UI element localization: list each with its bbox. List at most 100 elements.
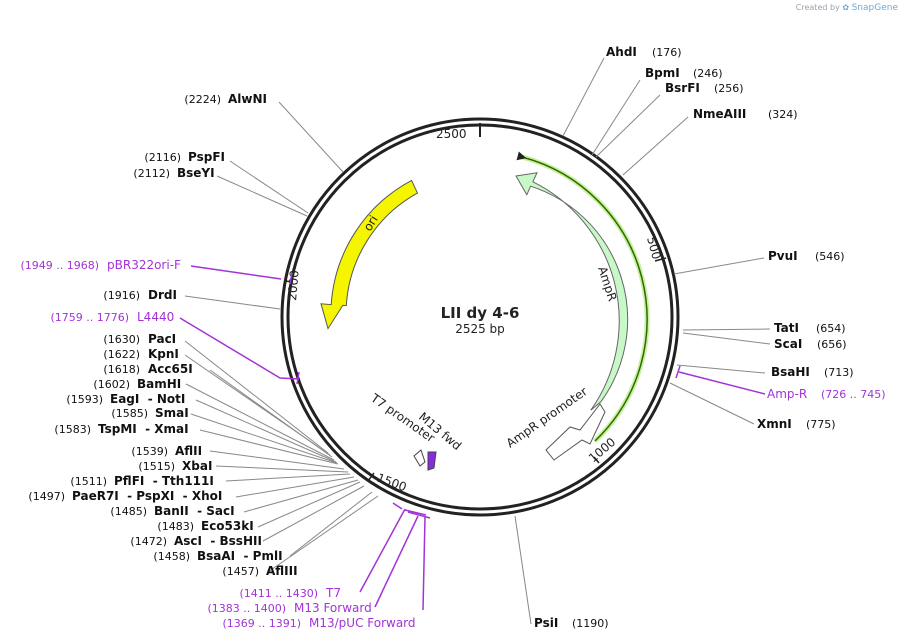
enzyme-acc65i[interactable]: Acc65I bbox=[148, 362, 193, 376]
primer-m13-forward-name[interactable]: M13 Forward bbox=[294, 601, 372, 615]
credit-prefix: Created by bbox=[795, 3, 840, 12]
enzyme-bseyi-pos: (2112) bbox=[133, 167, 170, 180]
primer-t7-range: (1411 .. 1430) bbox=[239, 587, 318, 600]
primer-l4440-range: (1759 .. 1776) bbox=[50, 311, 129, 324]
tick-label-500: 500 bbox=[644, 235, 663, 261]
enzyme-pvui-pos: (546) bbox=[815, 250, 845, 263]
enzyme-bsaai-pmli[interactable]: BsaAI - PmlI bbox=[197, 549, 283, 563]
enzyme-psii-pos: (1190) bbox=[572, 617, 609, 630]
enzyme-alwni[interactable]: AlwNI bbox=[228, 92, 267, 106]
m13-fwd-feature[interactable] bbox=[427, 451, 437, 471]
right-leader-lines bbox=[514, 57, 771, 625]
enzyme-paci[interactable]: PacI bbox=[148, 332, 176, 346]
enzyme-eco53ki[interactable]: Eco53kI bbox=[201, 519, 254, 533]
enzyme-paer7i-pspxi-xhoi[interactable]: PaeR7I - PspXI - XhoI bbox=[72, 489, 222, 503]
enzyme-pflfi-tth111i[interactable]: PflFI - Tth111I bbox=[114, 474, 214, 488]
right-enzyme-labels: AhdI (176) BpmI (246) BsrFI (256) NmeAII… bbox=[534, 45, 854, 630]
tick-mark-2000 bbox=[284, 280, 294, 283]
left-primer-lines bbox=[179, 265, 431, 611]
enzyme-scai-pos: (656) bbox=[817, 338, 847, 351]
enzyme-nmeaiii-pos: (324) bbox=[768, 108, 798, 121]
enzyme-tspmi-xmai[interactable]: TspMI - XmaI bbox=[98, 422, 189, 436]
enzyme-pspfi[interactable]: PspFI bbox=[188, 150, 225, 164]
enzyme-xmni-pos: (775) bbox=[806, 418, 836, 431]
enzyme-banii-pos: (1485) bbox=[110, 505, 147, 518]
enzyme-bpmi[interactable]: BpmI bbox=[645, 66, 680, 80]
amp-r-primer-line bbox=[675, 365, 766, 395]
primer-m13-puc-forward-name[interactable]: M13/pUC Forward bbox=[309, 616, 416, 630]
enzyme-bsrfi[interactable]: BsrFI bbox=[665, 81, 700, 95]
snapgene-logo-icon: ✿ bbox=[842, 3, 850, 12]
enzyme-bseyi[interactable]: BseYI bbox=[177, 166, 215, 180]
enzyme-eagi-pos: (1593) bbox=[66, 393, 103, 406]
enzyme-asci-pos: (1472) bbox=[130, 535, 167, 548]
tick-mark-1500 bbox=[367, 472, 375, 482]
tick-label-2500: 2500 bbox=[436, 127, 467, 141]
enzyme-eco53ki-pos: (1483) bbox=[157, 520, 194, 533]
enzyme-bpmi-pos: (246) bbox=[693, 67, 723, 80]
tick-mark-500 bbox=[654, 257, 667, 262]
enzyme-bsrfi-pos: (256) bbox=[714, 82, 744, 95]
primer-m13-forward-range: (1383 .. 1400) bbox=[207, 602, 286, 615]
enzyme-bsaai-pos: (1458) bbox=[153, 550, 190, 563]
enzyme-asci-bsshii[interactable]: AscI - BssHII bbox=[174, 534, 262, 548]
snapgene-credit: Created by ✿ SnapGene bbox=[796, 3, 898, 13]
ampr-promoter-feature[interactable] bbox=[545, 403, 606, 461]
enzyme-paer7i-pos: (1497) bbox=[28, 490, 65, 503]
enzyme-drdi-pos: (1916) bbox=[103, 289, 140, 302]
enzyme-afliii-pos: (1457) bbox=[222, 565, 259, 578]
enzyme-drdi[interactable]: DrdI bbox=[148, 288, 177, 302]
primer-t7-name[interactable]: T7 bbox=[325, 586, 341, 600]
enzyme-afliii[interactable]: AflIII bbox=[266, 564, 298, 578]
enzyme-bamhi[interactable]: BamHI bbox=[137, 377, 181, 391]
enzyme-smai-pos: (1585) bbox=[111, 407, 148, 420]
primer-amp-r-name[interactable]: Amp-R bbox=[767, 387, 807, 401]
ampr-outline-arc-inner bbox=[516, 151, 648, 442]
enzyme-banii-saci[interactable]: BanII - SacI bbox=[154, 504, 235, 518]
left-leader-lines bbox=[184, 101, 379, 573]
left-enzyme-labels: (2224) AlwNI (2116) PspFI (2112) BseYI (… bbox=[28, 92, 297, 578]
enzyme-pvui[interactable]: PvuI bbox=[768, 249, 798, 263]
enzyme-xmni[interactable]: XmnI bbox=[757, 417, 792, 431]
enzyme-xbai[interactable]: XbaI bbox=[182, 459, 212, 473]
primer-pbr322ori-f-name[interactable]: pBR322ori-F bbox=[107, 258, 181, 272]
tick-label-1500: 1500 bbox=[375, 471, 408, 495]
enzyme-psii[interactable]: PsiI bbox=[534, 616, 558, 630]
enzyme-smai[interactable]: SmaI bbox=[155, 406, 189, 420]
ori-feature[interactable] bbox=[320, 179, 419, 330]
enzyme-bsahi-pos: (713) bbox=[824, 366, 854, 379]
primer-l4440-name[interactable]: L4440 bbox=[137, 310, 174, 324]
plasmid-name: LII dy 4-6 bbox=[441, 304, 520, 322]
primer-amp-r-range: (726 .. 745) bbox=[821, 388, 886, 401]
primer-m13-puc-forward-range: (1369 .. 1391) bbox=[222, 617, 301, 630]
enzyme-tati[interactable]: TatI bbox=[774, 321, 799, 335]
enzyme-aflii[interactable]: AflII bbox=[175, 444, 202, 458]
backbone-outer-ring bbox=[280, 117, 680, 517]
enzyme-ahdi[interactable]: AhdI bbox=[606, 45, 637, 59]
t7-promoter-feature[interactable] bbox=[413, 449, 426, 467]
enzyme-acc65i-pos: (1618) bbox=[103, 363, 140, 376]
enzyme-xbai-pos: (1515) bbox=[138, 460, 175, 473]
credit-brand: SnapGene bbox=[851, 3, 898, 13]
enzyme-alwni-pos: (2224) bbox=[184, 93, 221, 106]
left-primer-labels: (1949 .. 1968) pBR322ori-F (1759 .. 1776… bbox=[20, 258, 415, 630]
enzyme-tati-pos: (654) bbox=[816, 322, 846, 335]
tick-label-2000: 2000 bbox=[285, 270, 302, 302]
plasmid-length: 2525 bp bbox=[455, 322, 505, 336]
primer-pbr322ori-f-range: (1949 .. 1968) bbox=[20, 259, 99, 272]
tick-mark-1000 bbox=[593, 456, 600, 464]
enzyme-kpni[interactable]: KpnI bbox=[148, 347, 179, 361]
enzyme-bsahi[interactable]: BsaHI bbox=[771, 365, 810, 379]
enzyme-nmeaiii[interactable]: NmeAIII bbox=[693, 107, 746, 121]
enzyme-aflii-pos: (1539) bbox=[131, 445, 168, 458]
enzyme-ahdi-pos: (176) bbox=[652, 46, 682, 59]
enzyme-bamhi-pos: (1602) bbox=[93, 378, 130, 391]
enzyme-scai[interactable]: ScaI bbox=[774, 337, 802, 351]
enzyme-eagi-noti[interactable]: EagI - NotI bbox=[110, 392, 185, 406]
enzyme-paci-pos: (1630) bbox=[103, 333, 140, 346]
enzyme-pspfi-pos: (2116) bbox=[144, 151, 181, 164]
ampr-feature[interactable] bbox=[515, 172, 629, 411]
enzyme-tspmi-pos: (1583) bbox=[54, 423, 91, 436]
enzyme-kpni-pos: (1622) bbox=[103, 348, 140, 361]
